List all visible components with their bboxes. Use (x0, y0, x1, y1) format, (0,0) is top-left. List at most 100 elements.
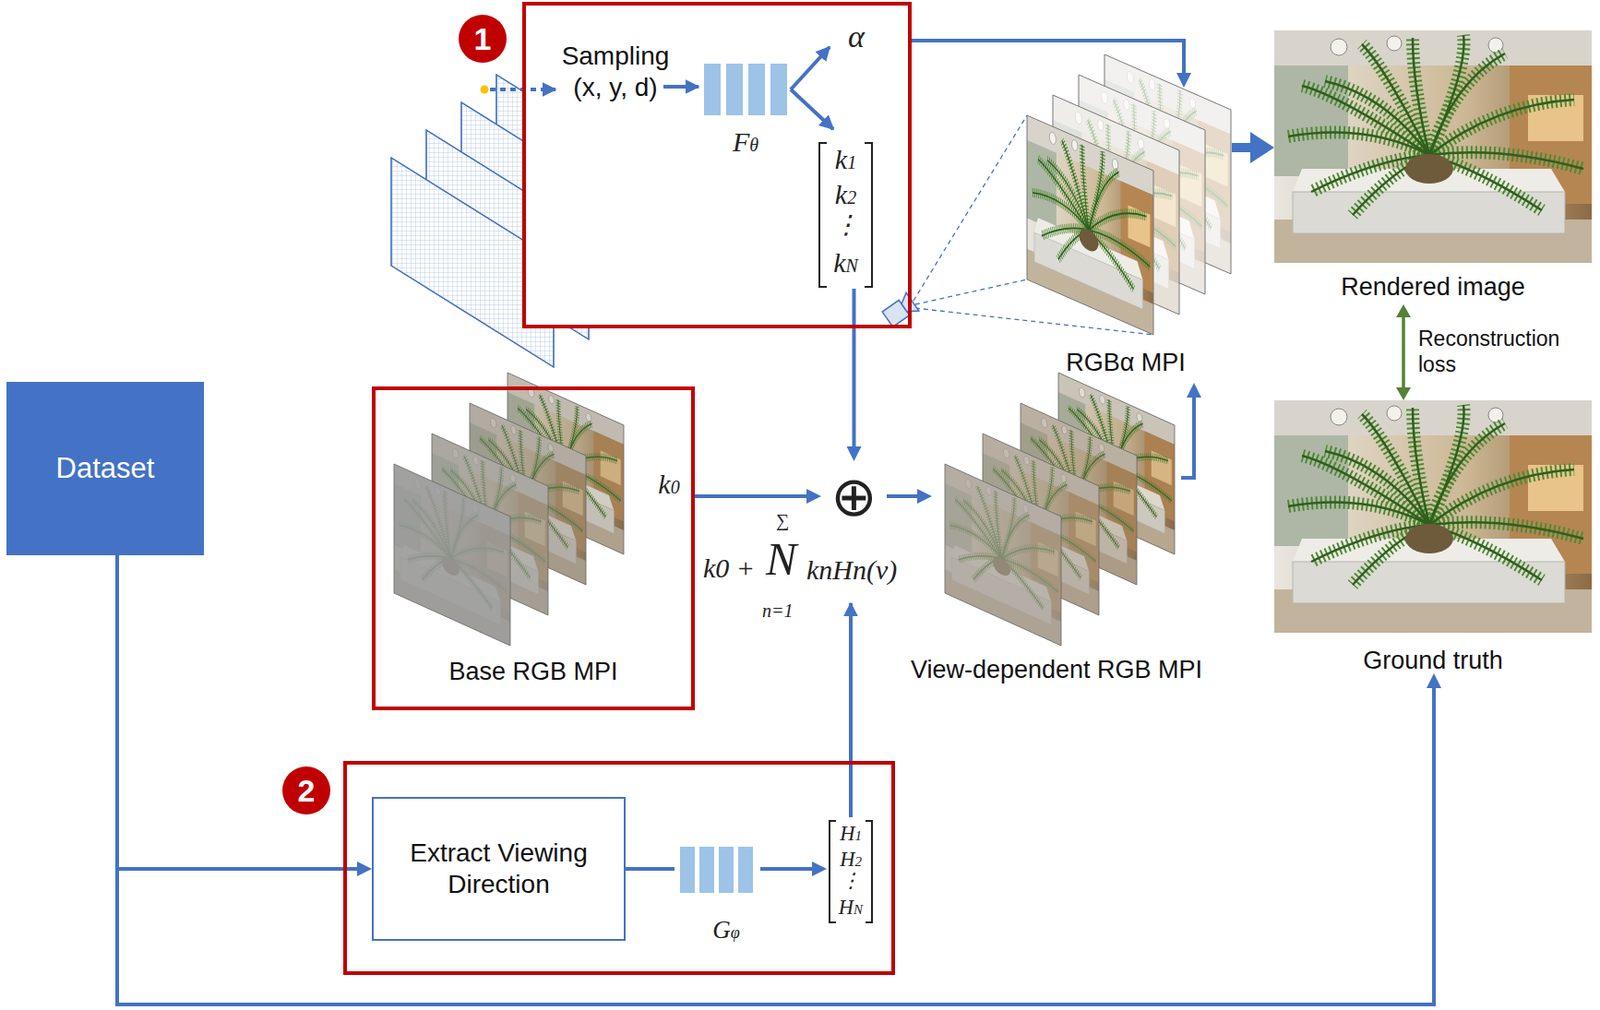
sample-point (480, 85, 490, 95)
coefficient-label: k0 (648, 467, 690, 502)
connector (886, 489, 932, 504)
text-slot: k1 (816, 143, 875, 177)
icon-ground (674, 843, 761, 897)
network-name: Gφ (698, 915, 754, 945)
vector-entry: ⋮ (826, 869, 875, 894)
input-label: Sampling (x, y, d) (546, 40, 685, 103)
vector-entry: HN (826, 895, 875, 920)
connector (1231, 131, 1275, 164)
connector (694, 489, 822, 504)
connector-line (117, 555, 362, 870)
text-slot: Dataset (6, 382, 204, 556)
text-slot: Sampling (x, y, d) (546, 40, 685, 103)
box-label: Dataset (56, 451, 156, 486)
connector (1181, 382, 1202, 478)
edge-label-slot: Reconstruction loss (1418, 326, 1585, 378)
vector-bracket: k1k2⋮ kN (816, 141, 875, 289)
vector-bracket: H1H2⋮HN (826, 819, 875, 925)
connector (847, 288, 862, 462)
arrow-head (811, 861, 827, 877)
edge-label: Reconstruction loss (1418, 326, 1585, 378)
mpi-stack: View-dependent RGB MPI (931, 369, 1182, 646)
sum-symbol-text: ⊕ (830, 468, 877, 525)
basis-arrow (848, 603, 853, 818)
stage-label: Base RGB MPI (375, 656, 692, 687)
formula-term: knHn(v) (806, 553, 897, 587)
input-arrow (663, 84, 699, 89)
connector-line (117, 555, 1434, 1005)
stage-box: Base RGB MPI k0 (371, 386, 695, 711)
camera-icon (881, 292, 920, 329)
box-ground (522, 1, 912, 329)
text-slot: View-dependent RGB MPI (876, 655, 1237, 685)
text-slot: Ground truth (1274, 645, 1592, 676)
stage-label: View-dependent RGB MPI (876, 655, 1237, 685)
callout-badge: 2 (282, 766, 331, 815)
vector-entry: H2 (826, 847, 875, 872)
output-symbol: α (837, 18, 875, 57)
branch-arrow (790, 89, 834, 130)
text-slot: Base RGB MPI (375, 656, 692, 687)
ground-truth-photo (1274, 400, 1592, 633)
vector-entry: ⋮ (816, 209, 875, 241)
callout-number: 1 (474, 23, 492, 55)
stage-box: Gφ Extract Viewing Direction H1H2⋮HN (343, 761, 896, 976)
vector-entry: kN (816, 246, 875, 280)
label-slot: n=1 (762, 599, 794, 622)
text-slot: Rendered image (1274, 272, 1592, 302)
connector (911, 40, 1192, 88)
callout-number: 2 (298, 775, 316, 807)
callout-badge: 1 (458, 14, 507, 63)
text-slot: ⋮ (826, 869, 875, 894)
text-slot: Gφ (698, 915, 754, 945)
connector (117, 555, 372, 877)
rgba-mpi-stack (1026, 54, 1231, 335)
formula-sum: N (765, 531, 797, 587)
connector-line (1181, 393, 1195, 478)
text-slot: α (837, 18, 875, 57)
rendered-photo (1274, 30, 1592, 263)
connector-line (911, 40, 1184, 78)
text-slot: Extract Viewing Direction (373, 799, 624, 940)
mlp-icon (704, 63, 788, 116)
arrow-head (1426, 673, 1442, 689)
camera-frustum (913, 115, 1154, 335)
network-name: Fθ (717, 125, 774, 159)
mpi-stack: RGBα MPI (1019, 87, 1232, 383)
connector-line (886, 494, 922, 499)
arrow-head (1186, 382, 1202, 398)
process-label: Extract Viewing Direction (381, 837, 617, 900)
mlp-icon (680, 847, 753, 894)
image-panel: Rendered image (1274, 30, 1592, 305)
connector (117, 555, 1442, 1005)
connector-line (1401, 313, 1406, 392)
stage-box: Sampling (x, y, d) Fθ α k1k2⋮ kN (522, 1, 912, 329)
connector-line (694, 494, 812, 499)
arrow-head (917, 489, 932, 504)
process-box: Extract Viewing Direction (371, 797, 626, 942)
stage-label: RGBα MPI (1001, 347, 1251, 378)
label-slot: k0 + (703, 551, 755, 586)
formula-term: k0 + (703, 551, 755, 586)
formula-limit: n=1 (762, 599, 794, 622)
connector-line (852, 288, 857, 452)
connector (1396, 304, 1411, 401)
image-label: Ground truth (1274, 645, 1592, 676)
text-slot: ⊕ (821, 461, 887, 532)
label-slot: knHn(v) (806, 553, 897, 587)
arrow-head (357, 861, 372, 877)
arrow-head (1396, 387, 1411, 401)
text-slot: HN (826, 895, 875, 920)
branch-arrow (790, 47, 830, 90)
image-label: Rendered image (1274, 272, 1592, 302)
arrow-head (1250, 131, 1275, 164)
label-slot: ∑ (776, 509, 789, 532)
text-slot: H1 (826, 821, 875, 847)
image-panel: Ground truth (1274, 400, 1592, 674)
vector-entry: k2 (816, 178, 875, 212)
formula-limit: ∑ (776, 509, 789, 532)
input-box: Dataset (6, 382, 204, 556)
